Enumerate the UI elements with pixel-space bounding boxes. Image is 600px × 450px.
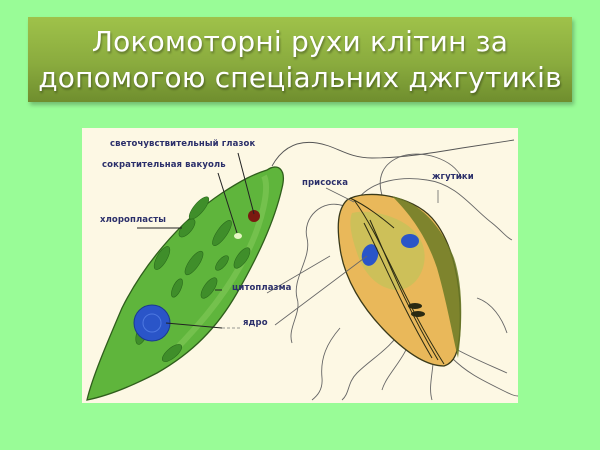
euglena-nucleus [133,304,171,342]
eyespot [248,210,260,222]
median-bodies [408,303,425,317]
diagram-figure: светочувствительный глазок сократительна… [82,128,518,403]
label-chloroplasts: хлоропласты [100,215,167,225]
giardia-nucleus-2 [401,234,419,248]
title-box: Локомоторні рухи клітин за допомогою спе… [28,17,572,102]
label-flagella: жгутики [432,172,474,182]
cell-illustration [86,139,518,401]
giardia-nucleus-1 [361,244,379,266]
label-eyespot: светочувствительный глазок [110,139,256,149]
label-contractile-vacuole: сократительная вакуоль [102,160,226,170]
label-sucker: присоска [302,178,349,188]
giardia-flagella [290,153,518,401]
label-cytoplasm: цитоплазма [232,283,292,293]
label-nucleus: ядро [243,318,268,328]
contractile-vacuole [234,233,242,239]
slide-title-line-2: допомогою спеціальних джгутиків [38,60,562,94]
euglena-flagellum [271,139,515,167]
slide-title-line-1: Локомоторні рухи клітин за [91,24,509,58]
